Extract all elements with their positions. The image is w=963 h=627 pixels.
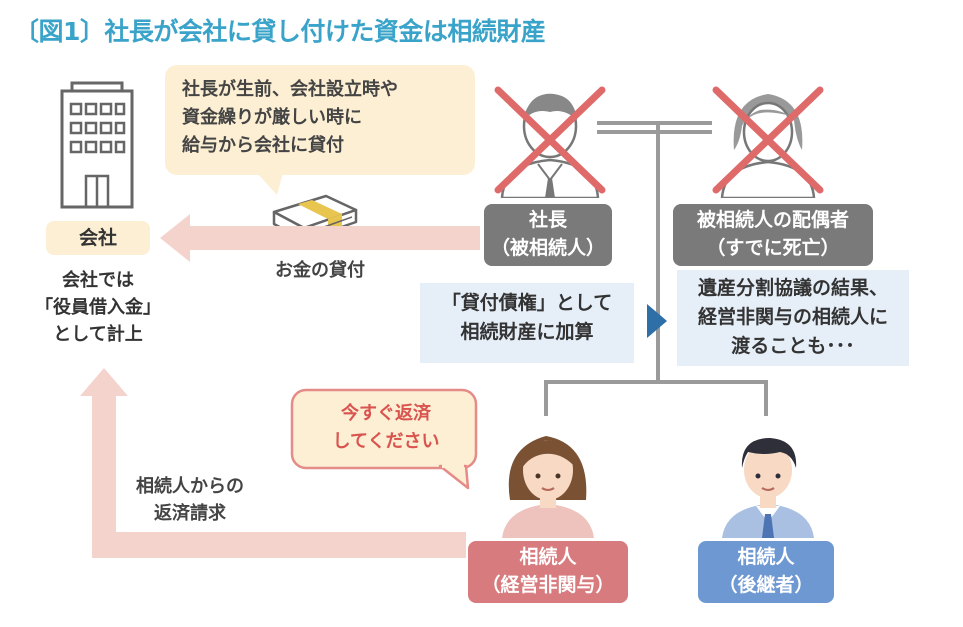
president-tag: 社長 （被相続人） <box>484 204 612 266</box>
office-building-icon <box>60 81 134 209</box>
loan-claim-line: 相続財産に加算 <box>460 321 594 343</box>
heir-successor-name: 相続人 <box>737 546 795 568</box>
loan-bubble-line: 社長が生前、会社設立時や <box>182 79 398 100</box>
inheritance-note-box: 遺産分割協議の結果、 経営非関与の相続人に 渡ることも･･･ <box>677 270 909 366</box>
child-right-line <box>764 380 768 416</box>
repay-arrow-line: 相続人からの <box>136 476 244 497</box>
marriage-line-top <box>597 121 712 125</box>
repay-arrow-line: 返済請求 <box>154 503 226 524</box>
heir-woman-avatar <box>502 436 594 538</box>
company-note-line: 会社では <box>62 270 134 291</box>
child-left-line <box>544 380 548 416</box>
loan-arrow-label: お金の貸付 <box>275 260 365 281</box>
loan-bubble-text: 社長が生前、会社設立時や 資金繰りが厳しい時に 給与から会社に貸付 <box>182 76 472 160</box>
loan-bubble-line: 資金繰りが厳しい時に <box>182 107 362 128</box>
loan-claim-line: 「貸付債権」として <box>441 292 613 314</box>
marriage-line-bottom <box>597 130 712 134</box>
company-note-line: として計上 <box>53 324 143 345</box>
company-note-line: 「役員借入金」 <box>35 297 161 318</box>
inheritance-note-line: 経営非関与の相続人に <box>697 306 888 328</box>
children-line <box>544 380 768 384</box>
heir-uninvolved-name: 相続人 <box>519 546 577 568</box>
loan-arrow <box>160 214 480 262</box>
spouse-status: （すでに死亡） <box>706 237 840 259</box>
loan-speech-bubble <box>165 65 475 195</box>
loan-bubble-line: 給与から会社に貸付 <box>182 135 344 156</box>
president-name: 社長 <box>528 209 567 231</box>
heir-uninvolved-role: （経営非関与） <box>481 574 615 596</box>
repay-bubble-line: 今すぐ返済 <box>341 403 431 424</box>
spouse-name: 被相続人の配偶者 <box>696 209 849 231</box>
company-tag: 会社 <box>46 221 150 255</box>
heir-successor-tag: 相続人 （後継者） <box>698 541 834 603</box>
inheritance-note-line: 遺産分割協議の結果、 <box>697 277 888 299</box>
triangle-arrow-icon <box>647 304 667 338</box>
repay-arrow-label: 相続人からの 返済請求 <box>115 473 265 527</box>
president-avatar <box>494 86 606 198</box>
repay-bubble-line: してください <box>332 431 440 452</box>
heir-uninvolved-tag: 相続人 （経営非関与） <box>468 541 628 603</box>
loan-claim-box: 「貸付債権」として 相続財産に加算 <box>420 283 634 363</box>
spouse-tag: 被相続人の配偶者 （すでに死亡） <box>673 204 873 266</box>
repay-speech-bubble <box>290 388 478 490</box>
inheritance-note-line: 渡ることも･･･ <box>731 335 855 357</box>
heir-man-avatar <box>722 438 814 538</box>
company-note: 会社では 「役員借入金」 として計上 <box>18 267 178 348</box>
president-role: （被相続人） <box>490 237 605 259</box>
spouse-avatar <box>712 86 824 198</box>
repayment-claim-arrow <box>80 368 466 558</box>
descent-line <box>656 125 660 383</box>
heir-successor-role: （後継者） <box>718 574 814 596</box>
page-title: 〔図1〕社長が会社に貸し付けた資金は相続財産 <box>14 17 546 46</box>
repay-bubble-text: 今すぐ返済 してください <box>294 400 478 456</box>
